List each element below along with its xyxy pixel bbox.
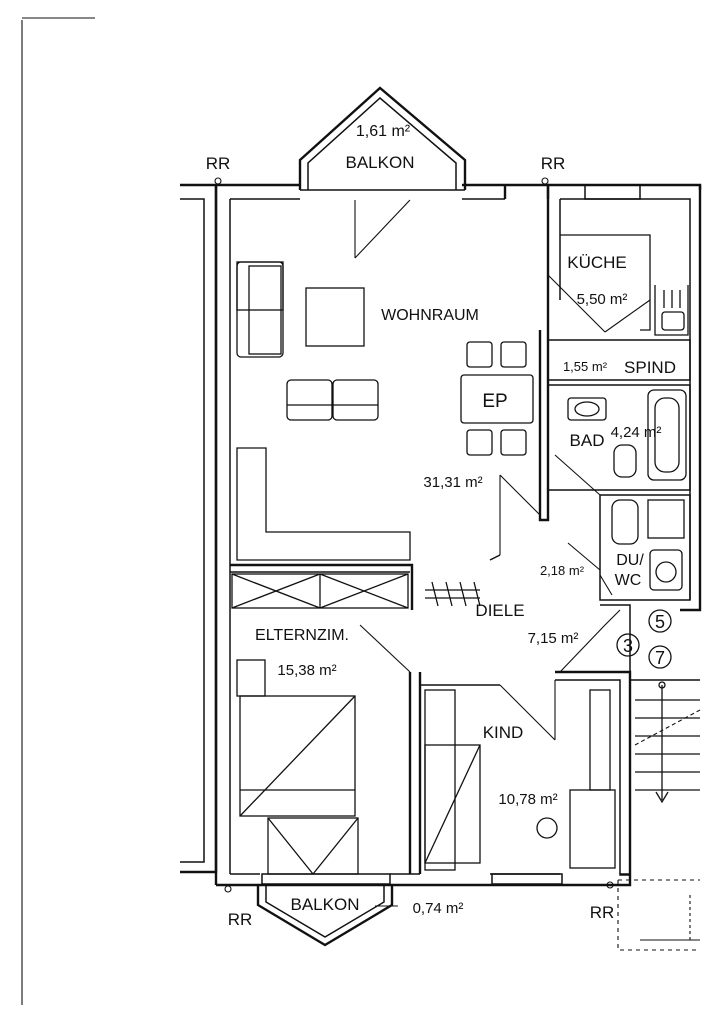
bad-area: 4,24 m² [611,424,662,441]
elternzim-area: 15,38 m² [277,662,336,679]
room-bad: BAD 4,24 m² [554,389,687,496]
interior-walls [230,330,691,874]
circle-number-3: 3 [623,636,633,656]
outer-walls [180,183,702,887]
ep-label: EP [482,391,507,412]
rr-label-top-left: RR [206,154,231,173]
diele-label: DIELE [475,601,524,620]
wohnraum-label: WOHNRAUM [381,307,479,324]
balcony-bottom: BALKON 0,74 m² [256,885,464,947]
balkon-top-area: 1,61 m² [356,123,411,140]
room-du-wc: DU/ WC 2,18 m² [540,499,685,596]
diele-area: 7,15 m² [528,630,579,647]
room-diele: DIELE 7,15 m² [425,581,621,673]
dining-ep: EP [460,341,534,456]
circle-number-5: 5 [655,612,665,632]
room-elternzim: ELTERNZIM. 15,38 m² [236,624,411,875]
du-wc-area: 2,18 m² [540,563,585,578]
du-wc-label-line2: WC [615,572,642,589]
elternzim-label: ELTERNZIM. [255,627,349,644]
rr-label-top-right: RR [541,154,566,173]
rr-label-bottom-right: RR [590,903,615,922]
room-kueche: KÜCHE 5,50 m² [547,234,689,336]
kueche-area: 5,50 m² [577,291,628,308]
balcony-top: 1,61 m² BALKON [298,86,467,259]
staircase [630,679,701,804]
room-spind: 1,55 m² SPIND [563,358,676,377]
circle-number-7: 7 [655,648,665,668]
spind-area: 1,55 m² [563,359,608,374]
unit-number-markers: 5 3 7 [616,609,672,669]
spind-label: SPIND [624,358,676,377]
du-wc-label-line1: DU/ [616,552,644,569]
bad-label: BAD [570,431,605,450]
scan-marks [21,17,95,1005]
balkon-bottom-label: BALKON [291,895,360,914]
dashed-outline [617,879,700,951]
kind-label: KIND [483,723,524,742]
kind-area: 10,78 m² [498,791,557,808]
kueche-label: KÜCHE [567,253,627,272]
wohnraum-area: 31,31 m² [423,474,482,491]
balkon-bottom-area: 0,74 m² [413,900,464,917]
room-wohnraum: WOHNRAUM 31,31 m² [236,261,541,561]
rr-markers: RR RR RR RR [206,154,615,929]
rr-label-bottom-left: RR [228,910,253,929]
wardrobe [231,573,409,609]
balkon-top-label: BALKON [346,153,415,172]
room-kind: KIND 10,78 m² [424,680,616,871]
